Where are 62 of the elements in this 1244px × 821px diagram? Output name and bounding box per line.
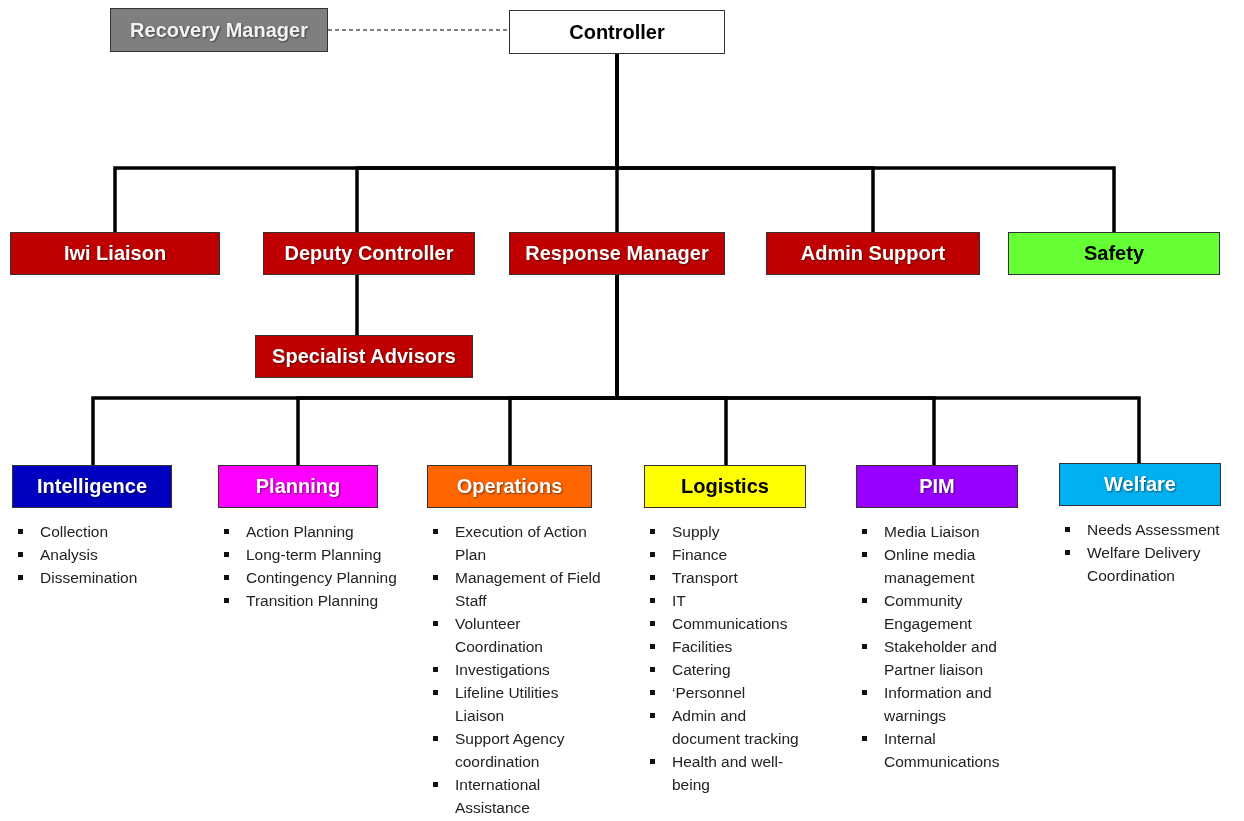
bullet-item: Stakeholder and Partner liaison bbox=[856, 635, 1026, 681]
bullet-item: International Assistance bbox=[427, 773, 607, 819]
role-box bbox=[218, 465, 378, 508]
bullet-item: Execution of Action Plan bbox=[427, 520, 607, 566]
bullet-item: Communications bbox=[644, 612, 816, 635]
bullet-item: Long-term Planning bbox=[218, 543, 423, 566]
role-box bbox=[263, 232, 475, 275]
role-title: Iwi Liaison bbox=[63, 242, 167, 265]
bullet-item: Needs Assessment bbox=[1059, 518, 1241, 541]
bullet-item: Internal Communications bbox=[856, 727, 1026, 773]
bullet-item: Investigations bbox=[427, 658, 607, 681]
role-title: Intelligence bbox=[37, 475, 147, 498]
bullet-item: Welfare Delivery Coordination bbox=[1059, 541, 1241, 587]
role-title: Specialist Advisors bbox=[272, 345, 456, 368]
role-title: Logistics bbox=[681, 475, 769, 498]
connector-line bbox=[355, 275, 359, 335]
bullet-item: Online media management bbox=[856, 543, 1026, 589]
bullet-item: Management of Field Staff bbox=[427, 566, 607, 612]
role-title: Controller bbox=[569, 20, 665, 44]
role-box bbox=[110, 8, 328, 52]
bullet-item: Community Engagement bbox=[856, 589, 1026, 635]
role-box bbox=[10, 232, 220, 275]
role-title: Welfare bbox=[1104, 473, 1176, 496]
bullet-item: Supply bbox=[644, 520, 816, 543]
bullet-item: Admin and document tracking bbox=[644, 704, 816, 750]
bullet-item: Media Liaison bbox=[856, 520, 1026, 543]
role-box bbox=[12, 465, 172, 508]
bullet-item: Health and well-being bbox=[644, 750, 816, 796]
role-title: Admin Support bbox=[800, 242, 946, 265]
role-box bbox=[766, 232, 980, 275]
bullet-item: Catering bbox=[644, 658, 816, 681]
bullet-item: Action Planning bbox=[218, 520, 423, 543]
role-box bbox=[255, 335, 473, 378]
bullet-item: Volunteer Coordination bbox=[427, 612, 607, 658]
role-box bbox=[427, 465, 592, 508]
role-box bbox=[856, 465, 1018, 508]
role-title: Deputy Controller bbox=[284, 242, 454, 265]
role-title: Planning bbox=[255, 475, 341, 498]
role-box bbox=[1008, 232, 1220, 275]
bullet-item: Support Agency coordination bbox=[427, 727, 607, 773]
bullet-item: ‘Personnel bbox=[644, 681, 816, 704]
role-box bbox=[1059, 463, 1221, 506]
role-title: Recovery Manager bbox=[130, 18, 308, 42]
role-title: Safety bbox=[1084, 242, 1144, 265]
role-title: Operations bbox=[456, 475, 563, 498]
role-title: Response Manager bbox=[525, 242, 709, 265]
dashed-connector bbox=[327, 29, 510, 31]
role-box bbox=[644, 465, 806, 508]
bullet-item: Analysis bbox=[12, 543, 192, 566]
role-title: PIM bbox=[919, 475, 955, 498]
bullet-item: Transport bbox=[644, 566, 816, 589]
bullet-item: IT bbox=[644, 589, 816, 612]
bullet-item: Dissemination bbox=[12, 566, 192, 589]
bullet-item: Finance bbox=[644, 543, 816, 566]
bullet-item: Lifeline Utilities Liaison bbox=[427, 681, 607, 727]
bullet-item: Information and warnings bbox=[856, 681, 1026, 727]
bullet-item: Transition Planning bbox=[218, 589, 423, 612]
role-box bbox=[509, 232, 725, 275]
bullet-item: Contingency Planning bbox=[218, 566, 423, 589]
bullet-item: Collection bbox=[12, 520, 192, 543]
bullet-item: Facilities bbox=[644, 635, 816, 658]
role-box bbox=[509, 10, 725, 54]
